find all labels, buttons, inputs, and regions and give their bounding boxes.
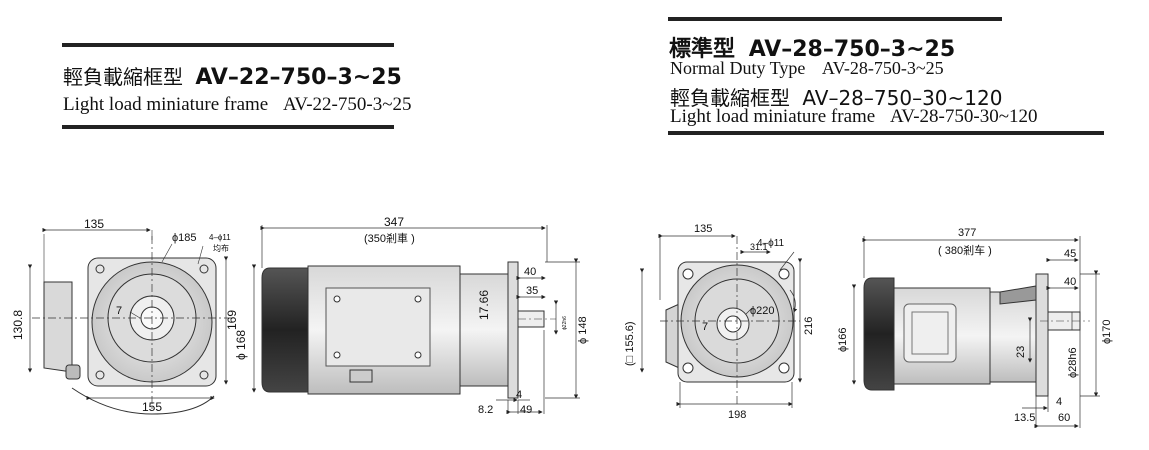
right-light-cjk-label: 輕負載縮框型	[670, 86, 790, 110]
left-dim-17-66: 17.66	[477, 290, 491, 320]
right-dim-216: 216	[803, 317, 815, 335]
right-light-en-model: AV-28-750-30~120	[889, 106, 1038, 127]
right-dim-198: 198	[728, 409, 746, 421]
left-header-top-rule	[62, 43, 394, 47]
left-dim-350: (350剎車 )	[364, 231, 415, 245]
left-dim-holes-note: 均布	[213, 243, 229, 253]
right-dim-holes-visible: 4–ϕ11	[757, 238, 785, 249]
right-title-model: AV–28–750–3~25	[748, 37, 956, 62]
left-en-label: Light load miniature frame	[63, 94, 269, 115]
right-front-view	[665, 261, 795, 383]
left-dim-185: ϕ185	[172, 232, 197, 244]
left-dim-holes: 4–ϕ11	[209, 233, 231, 242]
left-cjk-label: 輕負載縮框型	[63, 65, 183, 89]
right-front-dims	[639, 233, 803, 408]
left-side-dims	[251, 225, 580, 415]
right-dim-220: ϕ220	[750, 305, 775, 317]
right-light-cjk-line: 輕負載縮框型 AV–28–750–30~120	[670, 82, 1002, 111]
right-dim-155-6: (□ 155.6)	[624, 321, 636, 366]
left-en-line: Light load miniature frame AV-22-750-3~2…	[63, 94, 412, 116]
right-dim-170: ϕ170	[1101, 319, 1113, 344]
left-dim-4: 4	[516, 389, 522, 401]
left-dim-148: ϕ 148	[577, 316, 589, 344]
left-dim-49: 49	[520, 404, 532, 416]
right-normal-label: Normal Duty Type	[670, 58, 806, 78]
right-dim-60: 60	[1058, 412, 1070, 424]
right-dim-23: 23	[1015, 346, 1027, 358]
left-en-model: AV-22-750-3~25	[282, 94, 412, 115]
right-header-top-rule	[668, 17, 1002, 21]
left-dim-169: 169	[225, 310, 239, 330]
left-dim-168: ϕ 168	[234, 330, 248, 360]
right-dim-45: 45	[1064, 248, 1076, 260]
right-title-cjk: 標準型	[669, 37, 736, 62]
left-dim-35: 35	[526, 285, 538, 297]
left-dim-130-8: 130.8	[11, 310, 25, 340]
right-dim-166: ϕ166	[837, 327, 849, 352]
right-normal-model: AV-28-750-3~25	[821, 58, 944, 78]
left-dim-7: 7	[116, 305, 122, 317]
left-dim-135: 135	[84, 217, 104, 231]
left-dim-40: 40	[524, 266, 536, 278]
left-side-view	[261, 261, 556, 399]
right-dim-377: 377	[958, 227, 976, 239]
right-light-en-line: Light load miniature frame AV-28-750-30~…	[670, 106, 1038, 128]
right-light-en-label: Light load miniature frame	[670, 106, 876, 127]
right-title-line: 標準型 AV–28–750–3~25	[669, 31, 955, 63]
right-light-cjk-model: AV–28–750–30~120	[802, 86, 1003, 110]
left-cjk-model: AV–22–750–3~25	[195, 65, 402, 90]
right-side-dims	[851, 236, 1100, 429]
left-header-bottom-rule	[62, 125, 394, 129]
left-front-view	[27, 227, 232, 415]
left-cjk-line: 輕負載縮框型 AV–22–750–3~25	[63, 61, 402, 90]
right-side-view	[863, 273, 1090, 397]
right-dim-4: 4	[1056, 396, 1062, 408]
right-dim-380: ( 380剎车 )	[938, 243, 992, 257]
left-dim-347: 347	[384, 215, 404, 229]
right-header-bottom-rule	[668, 131, 1104, 135]
right-dim-13-5: 13.5	[1014, 412, 1035, 424]
right-dim-135: 135	[694, 223, 712, 235]
left-dim-155: 155	[142, 400, 162, 414]
left-dim-8-2: 8.2	[478, 404, 493, 416]
left-dim-small: ϕ22h6	[562, 316, 568, 330]
right-normal-line: Normal Duty Type AV-28-750-3~25	[670, 58, 944, 79]
right-dim-7: 7	[702, 321, 708, 333]
right-dim-28h6: ϕ28h6	[1067, 347, 1079, 378]
right-dim-31-1: 31.1	[750, 242, 768, 252]
right-dim-40: 40	[1064, 276, 1076, 288]
